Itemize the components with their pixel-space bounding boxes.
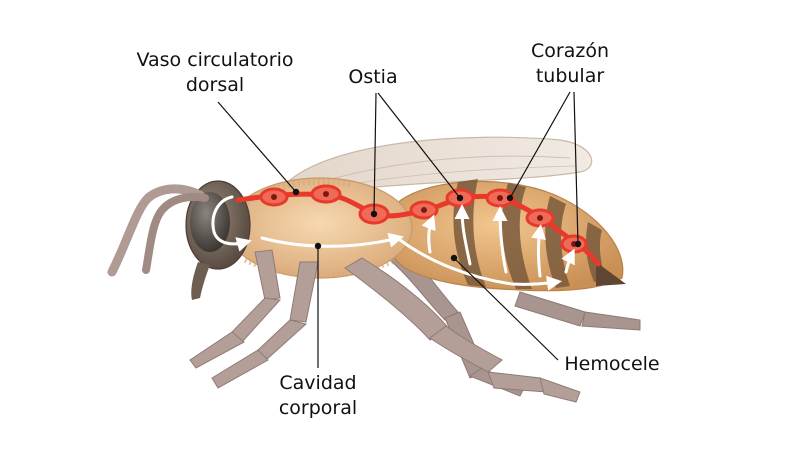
wing	[288, 136, 593, 193]
label-hemocele: Hemocele	[564, 353, 659, 375]
label-vaso-line1: Vaso circulatorio	[136, 49, 293, 71]
near-legs	[189, 249, 581, 403]
label-ostia: Ostia	[348, 66, 397, 88]
head	[185, 180, 251, 300]
flow-arrows	[211, 195, 575, 291]
label-corazon-line2: tubular	[536, 65, 605, 87]
leader-lines	[217, 91, 579, 368]
leader-dots	[292, 188, 582, 262]
compound-eye	[190, 192, 230, 252]
label-cavidad-line1: Cavidad	[279, 372, 356, 394]
label-cavidad-line2: corporal	[279, 397, 357, 419]
label-corazon-line1: Corazón	[531, 40, 609, 62]
antennae	[107, 184, 209, 277]
label-vaso-line2: dorsal	[186, 74, 244, 96]
